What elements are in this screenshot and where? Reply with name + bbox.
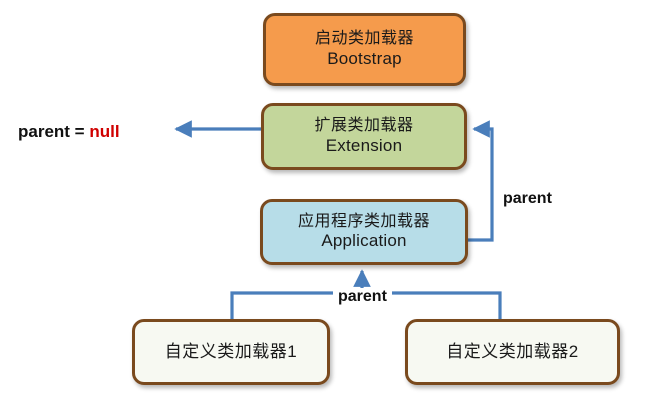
- node-application-label-en: Application: [321, 231, 407, 251]
- node-custom-classloader-1[interactable]: 自定义类加载器1: [132, 319, 330, 385]
- node-custom-classloader-2[interactable]: 自定义类加载器2: [405, 319, 620, 385]
- label-parent-null: parent = null: [18, 122, 120, 142]
- node-bootstrap-label-cn: 启动类加载器: [314, 30, 414, 48]
- connector-custom1-to-bracket: [230, 291, 362, 319]
- label-parent-null-prefix: parent =: [18, 122, 90, 141]
- label-parent-null-value: null: [89, 122, 120, 141]
- node-extension-label-en: Extension: [325, 135, 403, 155]
- node-bootstrap-classloader[interactable]: 启动类加载器 Bootstrap: [263, 13, 466, 86]
- node-bootstrap-label-en: Bootstrap: [327, 48, 402, 68]
- node-custom1-label-cn: 自定义类加载器1: [164, 341, 298, 361]
- label-parent-bottom: parent: [333, 288, 392, 306]
- node-application-label-cn: 应用程序类加载器: [297, 212, 430, 230]
- connector-application-to-extension: [468, 120, 494, 242]
- node-custom2-label-cn: 自定义类加载器2: [446, 341, 579, 361]
- node-extension-label-cn: 扩展类加载器: [314, 117, 414, 135]
- node-application-classloader[interactable]: 应用程序类加载器 Application: [260, 199, 468, 265]
- node-extension-classloader[interactable]: 扩展类加载器 Extension: [261, 103, 467, 170]
- connector-custom2-to-bracket: [362, 291, 502, 319]
- label-parent-right: parent: [503, 190, 552, 207]
